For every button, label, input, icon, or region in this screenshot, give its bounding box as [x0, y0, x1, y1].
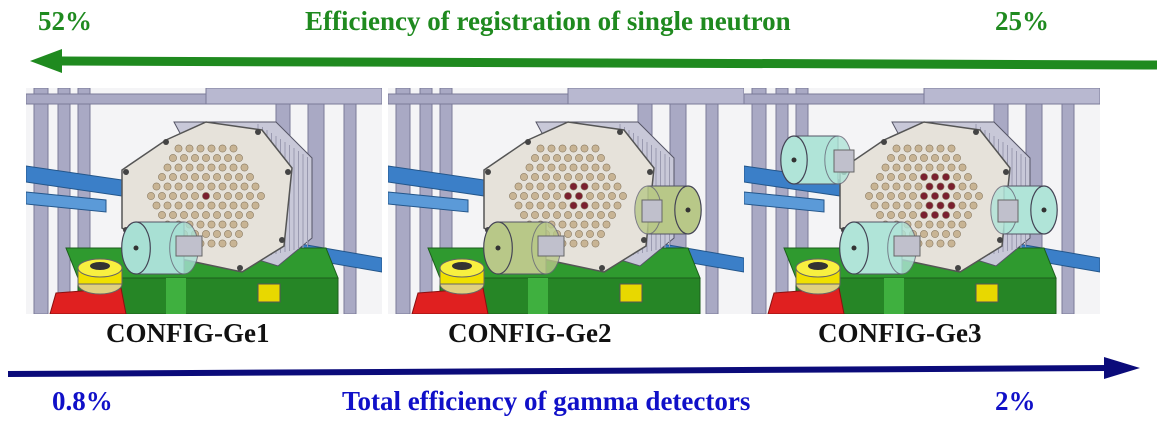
gamma-efficiency-max: 2% [995, 386, 1036, 416]
neutron-efficiency-min: 25% [995, 6, 1049, 36]
neutron-efficiency-max: 52% [38, 6, 92, 36]
yellow-knob [77, 258, 123, 295]
gamma-efficiency-title: Total efficiency of gamma detectors [342, 386, 751, 416]
config-ge3-label: CONFIG-Ge3 [818, 318, 982, 348]
config-ge2-label: CONFIG-Ge2 [448, 318, 612, 348]
neutron-arrow-head [30, 49, 62, 73]
gamma-arrow-head [1104, 357, 1140, 379]
config-ge2-image [388, 88, 744, 314]
config-ge1-label: CONFIG-Ge1 [106, 318, 270, 348]
yellow-knob [439, 258, 485, 295]
config-ge1-image [26, 88, 382, 314]
yellow-tag [619, 283, 643, 303]
yellow-tag [257, 283, 281, 303]
yellow-knob [795, 258, 841, 295]
neutron-efficiency-arrow [30, 49, 1157, 73]
neutron-arrow-shaft [59, 56, 1157, 70]
config-ge3-image [744, 88, 1100, 314]
gamma-arrow-shaft [7, 365, 1109, 377]
neutron-efficiency-title: Efficiency of registration of single neu… [305, 6, 791, 36]
yellow-tag [975, 283, 999, 303]
gamma-efficiency-min: 0.8% [52, 386, 113, 416]
hpge-detector-top-left [780, 135, 852, 185]
gamma-efficiency-arrow [7, 357, 1140, 379]
hpge-detector-front [483, 221, 561, 275]
